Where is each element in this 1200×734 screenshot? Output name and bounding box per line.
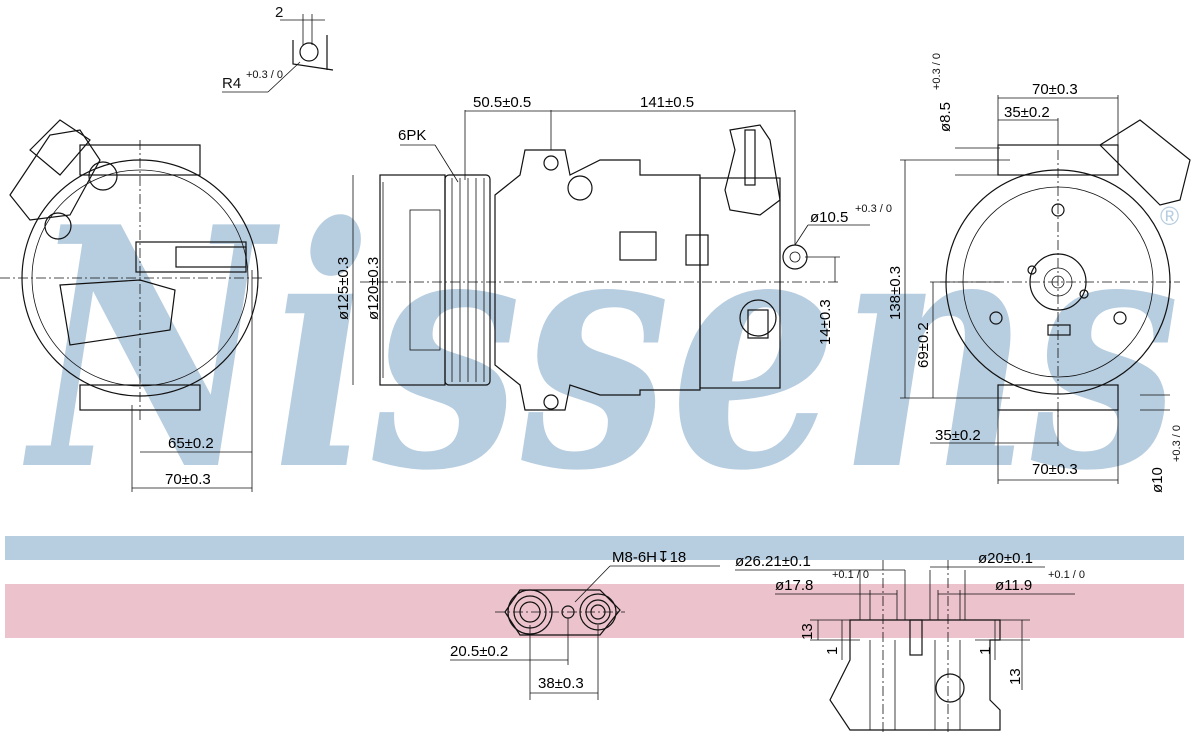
dim-8-5: ø8.5 [937,102,954,132]
dim-141: 141±0.5 [640,94,694,111]
dim-69: 69±0.2 [915,322,932,368]
dim-20-5: 20.5±0.2 [450,643,508,660]
dim-11-9: ø11.9 [995,577,1032,594]
flange-detail: M8-6H↧18 20.5±0.2 38±0.3 [450,549,720,700]
right-end-view: 70±0.3 35±0.2 ø8.5 +0.3 / 0 138±0.3 69±0… [887,53,1191,493]
dim-r4: R4 [222,75,241,92]
label-6pk: 6PK [398,127,426,144]
front-view: 50.5±0.5 141±0.5 6PK ø125±0.3 ø120±0.3 ø… [335,94,892,411]
nissens-watermark: Nissens [22,155,1180,543]
dim-2: 2 [275,4,283,21]
left-side-view: 65±0.2 70±0.3 [0,119,265,492]
dim-8-5-tol: +0.3 / 0 [931,53,943,90]
dim-35-top: 35±0.2 [1004,104,1050,121]
dim-r4-tol: +0.3 / 0 [246,69,283,81]
dim-14: 14±0.3 [817,299,834,345]
dim-26-21: ø26.21±0.1 [735,553,811,570]
dim-70-bottom: 70±0.3 [1032,461,1078,478]
dim-17-8-tol: +0.1 / 0 [832,569,869,581]
dim-50-5: 50.5±0.5 [473,94,531,111]
dim-10-tol: +0.3 / 0 [1171,425,1183,462]
dim-120: ø120±0.3 [365,257,382,320]
dim-65-left: 65±0.2 [168,435,214,452]
dim-13-left: 13 [799,623,816,640]
dim-1-right: 1 [977,647,994,655]
dim-70-left: 70±0.3 [165,471,211,488]
dim-38: 38±0.3 [538,675,584,692]
dim-10: ø10 [1149,467,1166,493]
dim-20: ø20±0.1 [978,550,1033,567]
dim-11-9-tol: +0.1 / 0 [1048,569,1085,581]
blue-band [5,536,1184,560]
dim-10-5-tol: +0.3 / 0 [855,203,892,215]
red-band [5,584,1184,638]
dim-17-8: ø17.8 [775,577,813,594]
dim-13-right: 13 [1007,668,1024,685]
dim-35-bottom: 35±0.2 [935,427,981,444]
dim-1-left: 1 [824,647,841,655]
dim-10-5: ø10.5 [810,209,848,226]
registered-mark: ® [1160,201,1179,231]
thread-label: M8-6H↧18 [612,549,686,566]
detail-r4: 2 R4 +0.3 / 0 [222,4,334,93]
port-section-detail: ø26.21±0.1 ø17.8 +0.1 / 0 ø20±0.1 ø11.9 … [735,550,1085,734]
dim-138: 138±0.3 [887,266,904,320]
dim-70-top: 70±0.3 [1032,81,1078,98]
dim-125: ø125±0.3 [335,257,352,320]
